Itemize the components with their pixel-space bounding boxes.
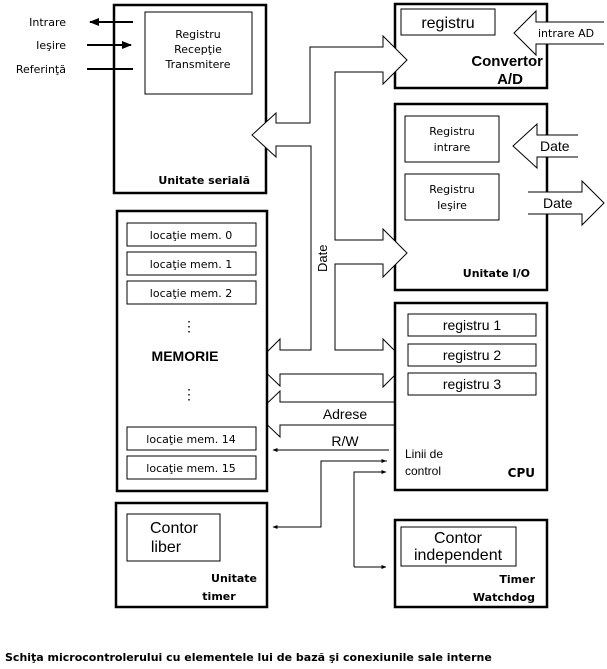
cpu-register-3: registru 3	[407, 372, 537, 396]
cpu-register-1: registru 1	[407, 313, 537, 337]
adc-register-box	[400, 8, 496, 36]
signal-iesire-label: Ieşire	[36, 39, 66, 52]
svg-text:registru 3: registru 3	[443, 376, 502, 392]
control-lines: R/W	[272, 433, 389, 569]
adc-title-line-1: Convertor	[471, 53, 543, 70]
memory-location-0: locaţie mem. 0	[126, 222, 257, 247]
io-data-in-arrow-icon	[512, 122, 578, 170]
serial-register-line-1: Registru	[175, 28, 221, 41]
io-data-out-label: Date	[543, 195, 573, 211]
free-counter-line-1: Contor	[150, 520, 199, 537]
timer-unit-title-line-2: timer	[202, 590, 236, 603]
io-output-register-box	[404, 173, 500, 221]
svg-text:registru 1: registru 1	[443, 317, 502, 333]
memory-unit: locaţie mem. 0 locaţie mem. 1 locaţie me…	[115, 209, 269, 493]
signal-intrare-label: Intrare	[29, 16, 66, 29]
data-bus: Date	[251, 34, 408, 389]
adc-input-arrow-icon	[513, 9, 604, 57]
io-data-in-label: Date	[540, 138, 570, 154]
adc-title-line-2: A/D	[497, 71, 523, 88]
independent-counter-line-2: independent	[414, 547, 503, 564]
svg-text:locaţie mem. 0: locaţie mem. 0	[150, 229, 232, 242]
io-input-register-line-2: intrare	[434, 141, 471, 154]
cpu-control-lines-label-1: Linii de	[405, 447, 443, 461]
memory-ellipsis-top: ⋮	[182, 318, 196, 334]
memory-location-15: locaţie mem. 15	[126, 455, 257, 480]
io-input-register-box	[404, 115, 500, 163]
watchdog-unit: Contor independent Timer Watchdog	[393, 518, 549, 609]
independent-counter-box	[400, 526, 517, 567]
address-bus-label: Adrese	[323, 406, 368, 422]
independent-counter-line-1: Contor	[434, 530, 483, 547]
svg-text:locaţie mem. 1: locaţie mem. 1	[150, 258, 232, 271]
io-output-register-line-2: Ieşire	[437, 199, 467, 212]
watchdog-title-line-1: Timer	[499, 573, 535, 586]
data-bus-shape	[251, 34, 408, 389]
cpu-register-2: registru 2	[407, 343, 537, 367]
data-bus-label: Date	[315, 245, 330, 272]
svg-text:locaţie mem. 14: locaţie mem. 14	[146, 433, 235, 446]
memory-location-1: locaţie mem. 1	[126, 251, 257, 276]
io-unit-title: Unitate I/O	[463, 267, 530, 280]
timer-control-line	[272, 460, 387, 529]
cpu-unit: registru 1 registru 2 registru 3 Linii d…	[393, 301, 549, 492]
timer-unit: Contor liber Unitate timer	[114, 501, 269, 609]
memory-ellipsis-bottom: ⋮	[182, 386, 196, 402]
signal-referinta-label: Referinţă	[16, 63, 66, 76]
timer-unit-title-line-1: Unitate	[211, 572, 257, 585]
svg-text:locaţie mem. 2: locaţie mem. 2	[150, 287, 232, 300]
watchdog-title-line-2: Watchdog	[473, 591, 535, 604]
svg-text:registru 2: registru 2	[443, 347, 502, 363]
cpu-title: CPU	[508, 466, 535, 480]
serial-register-line-2: Recepţie	[174, 43, 222, 56]
io-data-out-arrow-icon	[528, 179, 605, 227]
serial-unit: Registru Recepţie Transmitere Unitate se…	[16, 3, 268, 195]
watchdog-to-cpu-line	[353, 470, 387, 567]
adc-unit: registru Convertor A/D intrare AD	[393, 2, 604, 90]
adc-input-label: intrare AD	[538, 27, 594, 40]
svg-text:locaţie mem. 15: locaţie mem. 15	[146, 462, 235, 475]
io-output-register-line-1: Registru	[429, 183, 475, 196]
rw-label: R/W	[331, 433, 359, 449]
serial-unit-title: Unitate serială	[158, 174, 250, 187]
memory-title: MEMORIE	[152, 348, 219, 364]
serial-register-line-3: Transmitere	[165, 58, 231, 71]
free-counter-box	[126, 513, 221, 562]
adc-register-label: registru	[421, 15, 474, 32]
memory-location-2: locaţie mem. 2	[126, 280, 257, 305]
cpu-control-lines-label-2: control	[405, 464, 441, 478]
io-input-register-line-1: Registru	[429, 125, 475, 138]
io-unit: Registru intrare Registru Ieşire Unitate…	[393, 102, 605, 292]
memory-location-14: locaţie mem. 14	[126, 426, 257, 451]
diagram-caption: Schiţa microcontrolerului cu elementele …	[5, 651, 492, 664]
serial-register-box	[144, 11, 253, 95]
free-counter-line-2: liber	[151, 539, 182, 556]
address-bus: Adrese	[255, 389, 407, 439]
